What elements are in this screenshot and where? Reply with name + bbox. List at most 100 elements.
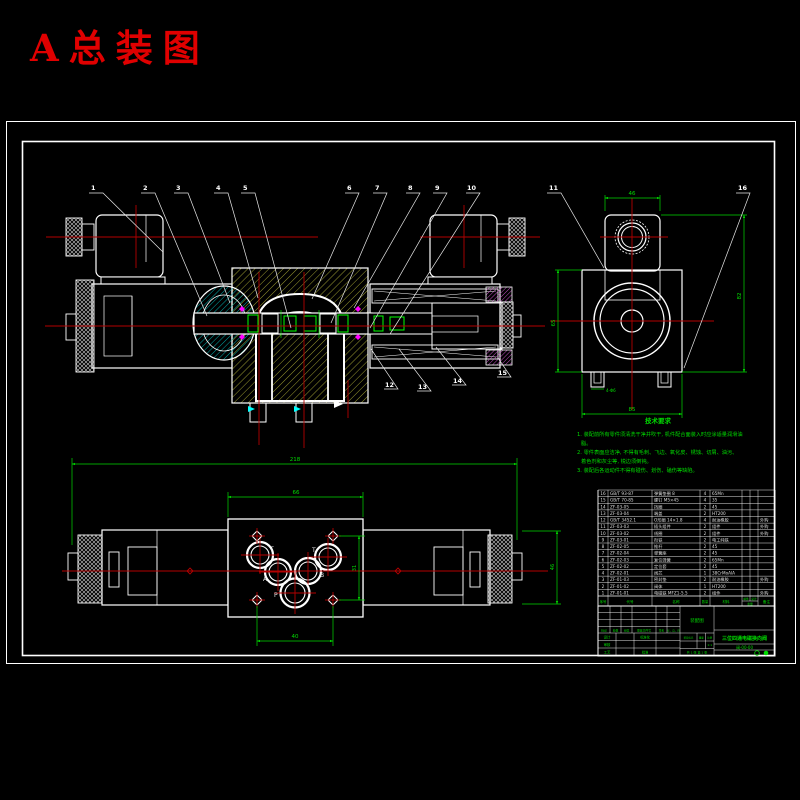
- bom-cell-material: 45: [712, 544, 718, 549]
- front-section-view: [45, 205, 545, 448]
- bom-cell-no: 4: [602, 571, 605, 576]
- bom-cell-name: 密封垫: [654, 576, 667, 583]
- bom-cell-material: 45: [712, 564, 718, 569]
- bom-cell-name: 弹簧垫圈 8: [654, 490, 675, 497]
- bom-cell-name: 电磁铁 MFZ1-5.5: [654, 589, 688, 596]
- bom-cell-material: 38CrMoAlA: [712, 571, 735, 576]
- callout-12: 12: [385, 381, 394, 389]
- callout-2: 2: [143, 184, 148, 192]
- bom-cell-name: 复位弹簧: [654, 556, 671, 563]
- bom-cell-no: 9: [602, 537, 605, 542]
- bom-cell-no: 14: [600, 504, 606, 509]
- bom-cell-qty: 2: [704, 551, 707, 556]
- note-line: 着色剂和灰尘等, 锐边须倒钝。: [581, 457, 652, 465]
- bom-cell-name: 线圈: [654, 530, 662, 537]
- bom-cell-qty: 2: [704, 511, 707, 516]
- bom-cell-no: 5: [602, 564, 605, 569]
- callout-11: 11: [549, 184, 559, 192]
- callout-5: 5: [243, 184, 248, 192]
- flow-arrow-icon: [248, 406, 255, 412]
- callout-14: 14: [453, 377, 463, 385]
- port-label-p: P: [274, 592, 278, 599]
- valve-body-section: [192, 267, 373, 448]
- bom-cell-name: 插头组件: [654, 523, 671, 530]
- bom-cell-name: 挡圈: [654, 503, 662, 510]
- bom-cell-qty: 1: [704, 571, 707, 576]
- bom-cell-code: GB/T 3452.1: [610, 518, 636, 523]
- right-cable-connector: [420, 205, 540, 285]
- scale-value: 1:1: [707, 643, 712, 647]
- bom-cell-no: 3: [602, 577, 605, 582]
- side-view: 46 82 65 85 4-Φ6: [550, 191, 747, 418]
- dim-label: 82: [737, 293, 743, 300]
- revision-label: 更改文件号: [637, 629, 651, 633]
- bom-cell-code: ZF-03-05: [610, 504, 629, 509]
- note-line: 脂。: [581, 439, 591, 447]
- revision-label: 分区: [624, 629, 630, 633]
- bom-header-material: 材料: [722, 599, 730, 604]
- bom-cell-material: HT200: [712, 511, 726, 516]
- callout-15: 15: [498, 369, 508, 377]
- dim-label: 46: [550, 564, 556, 570]
- seal-marker: [239, 306, 245, 312]
- port-label-b: B: [320, 572, 324, 579]
- bom-cell-code: ZF-02-05: [610, 544, 629, 549]
- bom-cell-qty: 2: [704, 564, 707, 569]
- revision-label: 年、月、日: [667, 629, 680, 633]
- bom-cell-material: HT200: [712, 584, 726, 589]
- bom-cell-no: 8: [602, 544, 605, 549]
- drawing-number: 阀-00-00: [736, 644, 754, 650]
- bom-cell-code: ZF-02-03: [610, 557, 629, 562]
- dim-label: 218: [290, 457, 301, 463]
- bom-cell-name: 推杆: [654, 543, 663, 550]
- bom-cell-code: ZF-03-04: [610, 511, 629, 516]
- port-stub: [249, 402, 267, 423]
- bom-cell-no: 16: [600, 491, 606, 496]
- dim-label: 65: [551, 319, 557, 326]
- dim-label: 40: [292, 634, 299, 640]
- sheet-count: 共 1 张 第 1 张: [687, 650, 708, 655]
- callout-8: 8: [408, 184, 413, 192]
- bom-cell-name: 螺钉 M5×45: [654, 497, 679, 504]
- dim-label: 66: [293, 490, 300, 496]
- title-block: 标记 处数 分区 更改文件号 签名 年、月、日 设计 审核 工艺 标准化 批准 …: [597, 605, 776, 657]
- projection-symbol-icon: [754, 650, 769, 656]
- bom-cell-material: 35: [712, 498, 718, 503]
- bottom-plan-view: T T A B P 218 66 40: [62, 457, 561, 646]
- bom-cell-no: 2: [602, 584, 605, 589]
- bom-cell-code: ZF-03-02: [610, 531, 629, 536]
- flow-arrow-icon: [294, 406, 301, 412]
- callout-10: 10: [467, 184, 477, 192]
- bom-header-qty: 数量: [702, 599, 709, 604]
- dim-label: 46: [629, 191, 636, 197]
- role-check: 审核: [604, 642, 611, 647]
- bom-cell-no: 1: [602, 590, 605, 595]
- product-name: 三位四通电磁换向阀: [722, 635, 767, 642]
- bom-cell-name: 弹簧座: [654, 550, 667, 557]
- bom-cell-no: 15: [600, 498, 606, 503]
- stage-scale-label: 比例: [707, 636, 712, 640]
- bom-cell-code: ZF-01-02: [610, 584, 629, 589]
- bom-cell-no: 11: [600, 524, 606, 529]
- bom-cell-remark: 外购: [760, 517, 768, 524]
- role-approve: 批准: [642, 650, 649, 655]
- spool-bore: [193, 312, 373, 335]
- page-title: A总装图: [30, 26, 210, 70]
- bom-cell-qty: 2: [704, 537, 707, 542]
- bom-header-total: 总计: [751, 597, 757, 601]
- bom-header-weight: 重量: [747, 602, 753, 606]
- bom-header-name: 名称: [672, 599, 680, 604]
- port-label-a: A: [263, 576, 268, 583]
- bom-cell-name: 衔铁: [654, 536, 663, 543]
- bom-header-remark: 备注: [763, 599, 771, 604]
- bom-header-unit: 单件: [743, 597, 749, 601]
- drawing-frame: [6, 121, 796, 664]
- bom-cell-qty: 1: [704, 584, 707, 589]
- callout-6: 6: [347, 184, 352, 192]
- dim-label: 85: [629, 407, 636, 413]
- bom-cell-code: ZF-03-01: [610, 537, 629, 542]
- bom-cell-code: ZF-02-04: [610, 551, 629, 556]
- side-view-dimensions: 46 82 65 85 4-Φ6: [551, 191, 747, 418]
